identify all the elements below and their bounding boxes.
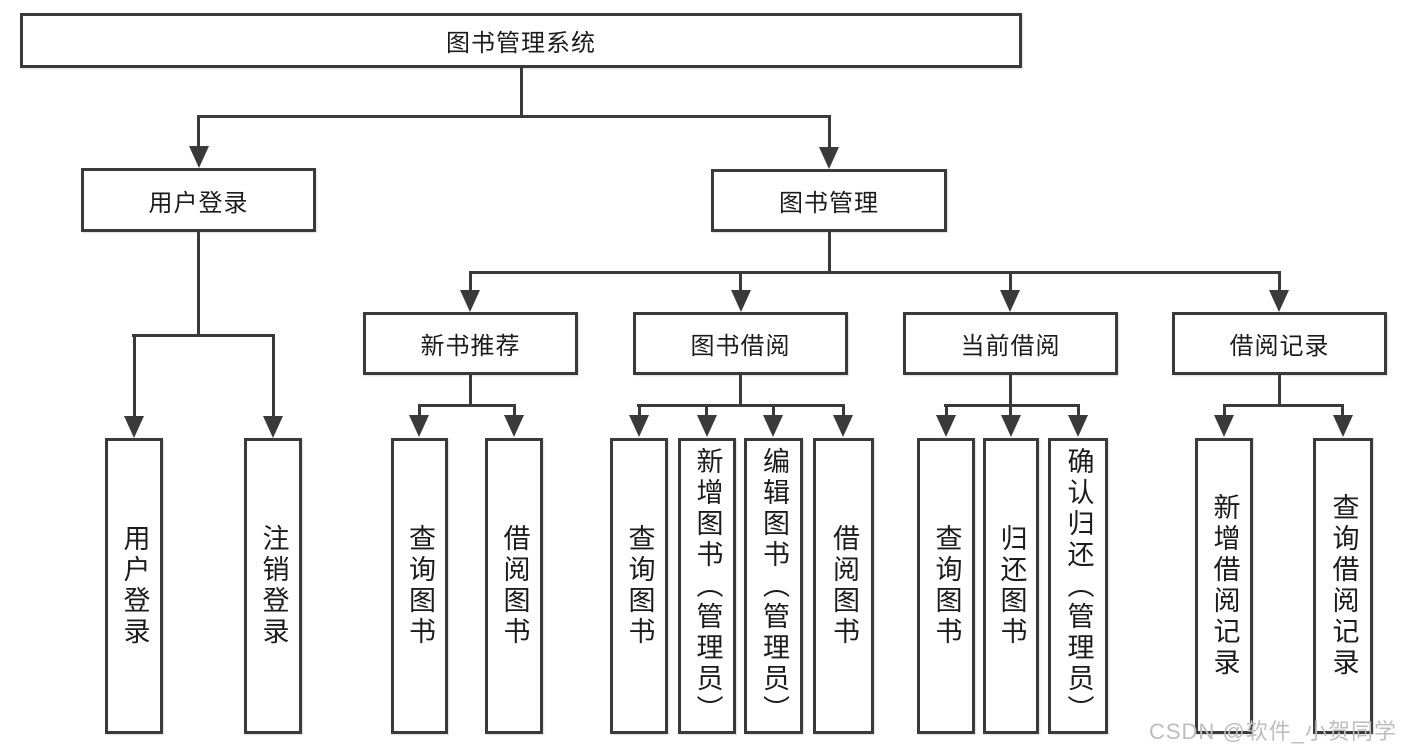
node-borrowing-records: 借阅记录 xyxy=(1172,312,1387,375)
leaf-logout-login: 注销登录 xyxy=(244,438,302,734)
connector-user-login-rail xyxy=(132,334,275,337)
connector-to-current-borrowing xyxy=(1009,271,1012,292)
connector-root-stem xyxy=(520,67,523,117)
connector-to-book-management xyxy=(828,115,831,148)
csdn-watermark: CSDN @软件_小贺同学 xyxy=(1148,719,1397,744)
node-user-login: 用户登录 xyxy=(81,168,316,232)
leaf-add-books-admin: 新增图书（管理员） xyxy=(678,438,736,734)
leaf-confirm-return-admin: 确认归还（管理员） xyxy=(1048,438,1108,734)
leaf-add-books-admin-label: 新增图书（管理员） xyxy=(692,446,723,726)
connector-user-login-stem xyxy=(197,231,200,337)
leaf-query-borrow-record: 查询借阅记录 xyxy=(1313,438,1373,734)
arrow-down-icon xyxy=(124,416,144,438)
arrow-down-icon xyxy=(1000,290,1020,312)
arrow-down-icon xyxy=(1333,415,1353,437)
arrow-down-icon xyxy=(1068,415,1088,437)
leaf-logout-login-label: 注销登录 xyxy=(258,524,289,648)
connector-borrowing-records-stem xyxy=(1278,374,1281,407)
arrow-down-icon xyxy=(1214,415,1234,437)
arrow-down-icon xyxy=(936,415,956,437)
arrow-down-icon xyxy=(833,415,853,437)
node-new-book-recommendation-label: 新书推荐 xyxy=(420,333,521,360)
arrow-down-icon xyxy=(1269,290,1289,312)
leaf-query-borrow-record-label: 查询借阅记录 xyxy=(1328,493,1359,679)
node-borrowing-records-label: 借阅记录 xyxy=(1229,333,1330,360)
arrow-down-icon xyxy=(763,415,783,437)
leaf-query-books-current-label: 查询图书 xyxy=(931,524,962,648)
connector-leaf xyxy=(1077,404,1080,418)
connector-book-borrowing-stem xyxy=(739,374,742,407)
leaf-borrow-books-borrow-label: 借阅图书 xyxy=(829,524,859,648)
leaf-query-books-borrow-label: 查询图书 xyxy=(624,524,655,648)
connector-leaf xyxy=(1223,404,1226,418)
arrow-down-icon xyxy=(189,146,209,168)
connector-leaf xyxy=(418,404,421,418)
leaf-add-borrow-record: 新增借阅记录 xyxy=(1195,438,1253,734)
connector-book-management-stem xyxy=(828,231,831,274)
connector-level1-rail xyxy=(197,115,830,118)
leaf-borrow-books-borrow: 借阅图书 xyxy=(813,438,874,734)
arrow-down-icon xyxy=(460,290,480,312)
connector-to-leaf-logout xyxy=(272,334,275,418)
leaf-edit-books-admin-label: 编辑图书（管理员） xyxy=(759,446,789,726)
leaf-edit-books-admin: 编辑图书（管理员） xyxy=(744,438,803,734)
arrow-down-icon xyxy=(1001,415,1021,437)
connector-to-user-login xyxy=(197,115,200,148)
leaf-query-books-recommend: 查询图书 xyxy=(391,438,448,734)
node-book-management: 图书管理 xyxy=(711,169,947,232)
node-root: 图书管理系统 xyxy=(20,13,1022,68)
node-book-management-label: 图书管理 xyxy=(779,190,879,217)
connector-current-borrowing-rail xyxy=(944,404,1080,407)
connector-current-borrowing-stem xyxy=(1009,374,1012,407)
connector-leaf xyxy=(705,404,708,418)
arrow-down-icon xyxy=(409,415,429,437)
connector-leaf xyxy=(1009,404,1012,418)
leaf-add-borrow-record-label: 新增借阅记录 xyxy=(1209,493,1240,679)
connector-borrowing-records-rail xyxy=(1223,404,1344,407)
connector-to-book-borrowing xyxy=(739,271,742,292)
connector-leaf xyxy=(772,404,775,418)
node-user-login-label: 用户登录 xyxy=(148,189,249,217)
arrow-down-icon xyxy=(629,415,649,437)
leaf-user-login-label: 用户登录 xyxy=(119,524,150,648)
connector-leaf xyxy=(513,404,516,418)
connector-level3-rail xyxy=(469,271,1281,274)
connector-leaf xyxy=(842,404,845,418)
node-new-book-recommendation: 新书推荐 xyxy=(363,312,578,375)
connector-new-book-rail xyxy=(418,404,516,407)
arrow-down-icon xyxy=(819,147,839,169)
node-book-borrowing-label: 图书借阅 xyxy=(690,333,791,360)
leaf-return-books: 归还图书 xyxy=(983,438,1039,734)
leaf-user-login: 用户登录 xyxy=(105,438,163,734)
connector-to-new-book-recommendation xyxy=(469,271,472,292)
connector-to-leaf-user-login xyxy=(133,334,136,418)
leaf-borrow-books-recommend-label: 借阅图书 xyxy=(499,524,530,648)
leaf-query-books-borrow: 查询图书 xyxy=(610,438,668,734)
leaf-query-books-recommend-label: 查询图书 xyxy=(405,524,435,648)
node-root-label: 图书管理系统 xyxy=(446,30,596,57)
arrow-down-icon xyxy=(697,415,717,437)
arrow-down-icon xyxy=(263,416,283,438)
connector-leaf xyxy=(638,404,641,418)
leaf-query-books-current: 查询图书 xyxy=(917,438,975,734)
arrow-down-icon xyxy=(504,415,524,437)
connector-book-borrowing-rail xyxy=(637,404,845,407)
leaf-return-books-label: 归还图书 xyxy=(996,524,1027,648)
arrow-down-icon xyxy=(731,290,751,312)
connector-leaf xyxy=(1341,404,1344,418)
connector-new-book-stem xyxy=(469,374,472,407)
node-book-borrowing: 图书借阅 xyxy=(633,312,848,375)
leaf-confirm-return-admin-label: 确认归还（管理员） xyxy=(1063,446,1094,726)
leaf-borrow-books-recommend: 借阅图书 xyxy=(485,438,543,734)
connector-to-borrowing-records xyxy=(1278,271,1281,292)
connector-leaf xyxy=(945,404,948,418)
node-current-borrowing-label: 当前借阅 xyxy=(960,333,1061,360)
node-current-borrowing: 当前借阅 xyxy=(903,312,1118,375)
